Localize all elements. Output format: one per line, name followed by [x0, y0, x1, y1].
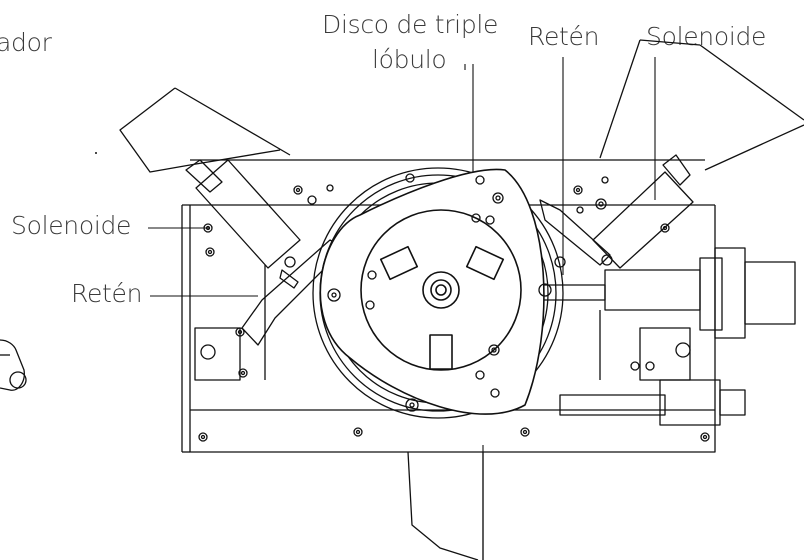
triple-lobe-disc — [319, 168, 545, 415]
fastener-holes — [198, 173, 710, 442]
detent-right — [539, 199, 611, 266]
partial-knob-left — [0, 339, 27, 391]
leader-lines — [148, 57, 656, 560]
label-detent-top: Retén — [528, 22, 600, 51]
label-detent-left: Retén — [71, 279, 143, 308]
label-disc-line2: lóbulo — [372, 45, 447, 74]
label-disc-line1: Disco de triple — [322, 10, 499, 39]
label-solenoid-top: Solenoide — [646, 22, 767, 51]
label-solenoid-left: Solenoide — [11, 211, 132, 240]
label-cut-left: ador — [0, 28, 52, 57]
shaft-assembly — [539, 247, 796, 426]
solenoid-left — [185, 159, 301, 289]
solenoid-right — [592, 154, 694, 269]
